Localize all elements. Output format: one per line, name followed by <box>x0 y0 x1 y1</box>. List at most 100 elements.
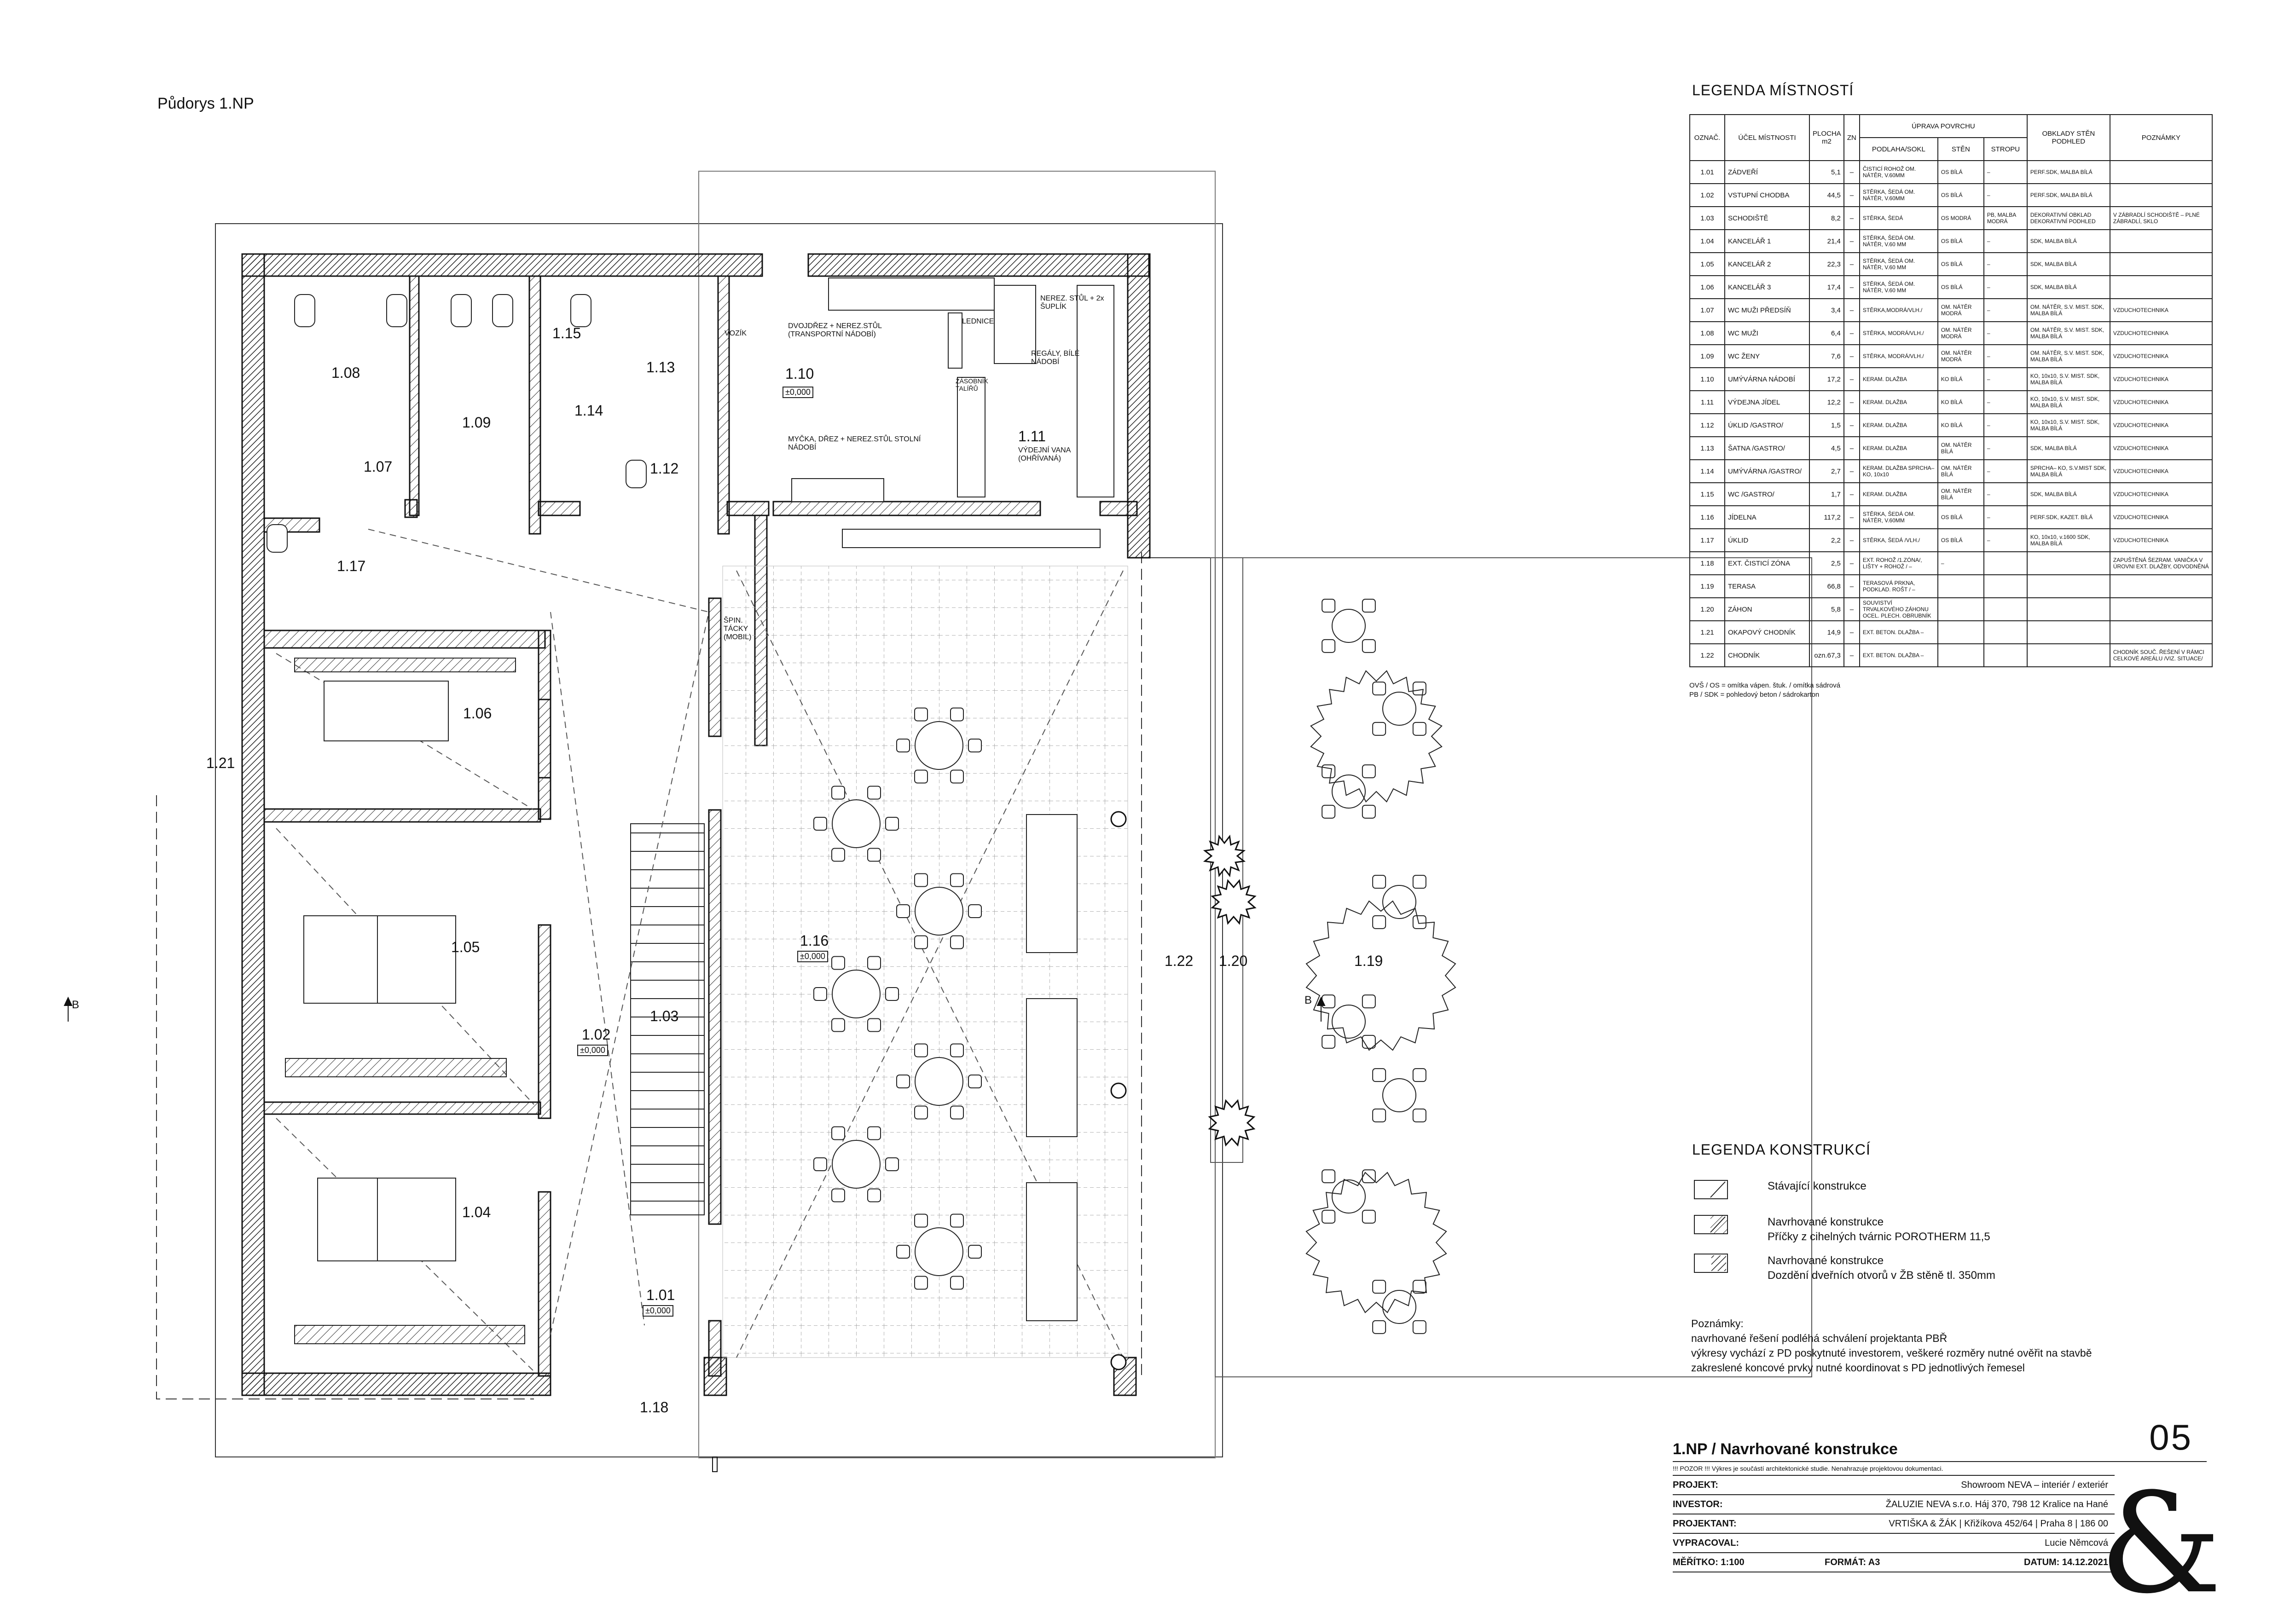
terrace-chair <box>1322 1035 1336 1049</box>
terrace-table-top <box>1382 885 1416 919</box>
kitchen-note-trays: ŠPIN. TÁCKY (MOBIL) <box>724 617 752 641</box>
room-cell-name: VSTUPNÍ CHODBA <box>1724 183 1810 207</box>
room-cell-cladding: PERF.SDK, MALBA BÍLÁ <box>2026 160 2110 184</box>
legend-partition-line2: Příčky z cihelných tvárnic POROTHERM 11,… <box>1768 1231 1990 1243</box>
room-cell-code: 1.14 <box>1689 459 1725 483</box>
room-cell-floor: EXT. BETON. DLAŽBA – <box>1859 620 1938 644</box>
kitchen-note-servingtray: VÝDEJNÍ VANA (OHŘÍVANÁ) <box>1018 446 1071 462</box>
terrace-chair <box>1322 599 1336 613</box>
room-cell-cladding: PERF.SDK, MALBA BÍLÁ <box>2026 183 2110 207</box>
chair <box>914 1043 928 1058</box>
round-table <box>896 873 982 949</box>
room-cell-name: VÝDEJNA JÍDEL <box>1724 390 1810 414</box>
chair <box>813 817 827 831</box>
col-zn: ZN <box>1843 114 1860 161</box>
terrace-table-top <box>1382 692 1416 726</box>
terrace-table <box>1372 1280 1426 1334</box>
room-cell-code: 1.01 <box>1689 160 1725 184</box>
logo-ampersand: & <box>2099 1463 2222 1624</box>
terrace-chair <box>1412 1108 1426 1122</box>
room-cell-area: 2,2 <box>1809 528 1844 552</box>
terrace-chair <box>1412 875 1426 889</box>
terrace-chair <box>1372 682 1386 696</box>
chair <box>867 956 881 970</box>
room-cell-cladding: OM. NÁTĚR, S.V. MIST. SDK, MALBA BÍLÁ <box>2026 321 2110 345</box>
room-cell-wall <box>1937 597 1984 621</box>
tb-designer-value: VRTIŠKA & ŽÁK | Křižíkova 452/64 | Praha… <box>1889 1518 2108 1529</box>
terrace-chair <box>1362 994 1376 1009</box>
room-cell-area: 12,2 <box>1809 390 1844 414</box>
room-cell-wall: OM. NÁTĚR MODRÁ <box>1937 321 1984 345</box>
room-cell-note <box>2109 229 2213 253</box>
col-repair: ÚPRAVA POVRCHU <box>1859 114 2028 138</box>
note-line-2: výkresy vychází z PD poskytnuté investor… <box>1691 1347 2092 1359</box>
room-cell-zn: – <box>1843 436 1860 460</box>
room-cell-note <box>2109 160 2213 184</box>
level-1-02: ±0,000 <box>577 1045 608 1056</box>
entrance-mark <box>712 1456 718 1472</box>
terrace-chair <box>1322 764 1336 779</box>
col-ceiling: STROPU <box>1983 137 2028 161</box>
room-cell-code: 1.11 <box>1689 390 1725 414</box>
tb-row-investor: INVESTOR: ŽALUZIE NEVA s.r.o. Háj 370, 7… <box>1673 1494 2115 1514</box>
studio-logo: & <box>2099 1475 2222 1613</box>
tree-canopy <box>1310 670 1443 803</box>
room-cell-floor: STĚRKA, ŠEDÁ /VLH./ <box>1859 528 1938 552</box>
room-cell-zn: – <box>1843 413 1860 437</box>
table-top <box>915 1227 963 1276</box>
notes-block: Poznámky: navrhované řešení podléhá schv… <box>1691 1316 2092 1375</box>
terrace-table <box>1322 994 1376 1049</box>
room-cell-area: 8,2 <box>1809 206 1844 230</box>
section-mark-right-label: B <box>1304 994 1312 1006</box>
kitchen-note-dishwasher: MYČKA, DŘEZ + NEREZ.STŮL STOLNÍ NÁDOBÍ <box>788 435 921 451</box>
room-cell-note: ZAPUŠTĚNÁ ŠEZRAM. VANIČKA V ÚROVNI EXT. … <box>2109 551 2213 575</box>
legend-infill-line2: Dozdění dveřních otvorů v ŽB stěně tl. 3… <box>1768 1269 1995 1282</box>
terrace-chair <box>1372 915 1386 929</box>
chair <box>914 873 928 887</box>
room-cell-code: 1.08 <box>1689 321 1725 345</box>
tb-project-key: PROJEKT: <box>1673 1480 1718 1490</box>
room-cell-code: 1.17 <box>1689 528 1725 552</box>
room-cell-floor: TERASOVÁ PRKNA, PODKLAD. ROŠT / – <box>1859 574 1938 598</box>
room-cell-wall <box>1937 643 1984 667</box>
chair <box>867 1188 881 1202</box>
room-cell-code: 1.20 <box>1689 597 1725 621</box>
chair <box>867 1018 881 1032</box>
room-cell-name: EXT. ČISTICÍ ZÓNA <box>1724 551 1810 575</box>
room-cell-cladding: KO, 10x10, S.V. MIST. SDK, MALBA BÍLÁ <box>2026 367 2110 391</box>
room-label-1-07: 1.07 <box>364 458 393 475</box>
terrace-chair <box>1372 1068 1386 1082</box>
kitchen-note-shelves: REGÁLY, BÍLÉ NÁDOBÍ <box>1031 350 1080 366</box>
terrace-table <box>1322 764 1376 819</box>
room-cell-area: 2,5 <box>1809 551 1844 575</box>
room-cell-ceiling <box>1983 597 2028 621</box>
chair <box>831 848 845 862</box>
room-cell-ceiling: – <box>1983 183 2028 207</box>
room-cell-cladding <box>2026 643 2110 667</box>
room-cell-zn: – <box>1843 390 1860 414</box>
round-table <box>896 707 982 784</box>
room-cell-code: 1.18 <box>1689 551 1725 575</box>
room-cell-area: 4,5 <box>1809 436 1844 460</box>
terrace-table <box>1322 1169 1376 1224</box>
room-cell-code: 1.12 <box>1689 413 1725 437</box>
room-cell-code: 1.10 <box>1689 367 1725 391</box>
shrub <box>1203 834 1246 878</box>
room-label-1-18: 1.18 <box>640 1399 669 1416</box>
kitchen-note-plates: ZÁSOBNÍK TALÍŘŮ <box>956 377 988 392</box>
staircase <box>630 823 705 1215</box>
chair <box>968 739 982 752</box>
room-cell-zn: – <box>1843 574 1860 598</box>
chair <box>950 1214 964 1228</box>
room-cell-floor: STĚRKA, ŠEDÁ OM. NÁTĚR, V.60 MM <box>1859 229 1938 253</box>
room-cell-note: VZDUCHOTECHNIKA <box>2109 528 2213 552</box>
room-cell-name: UMÝVÁRNA /GASTRO/ <box>1724 459 1810 483</box>
chair <box>914 935 928 949</box>
chair <box>968 904 982 918</box>
room-cell-cladding: PERF.SDK, KAZET. BÍLÁ <box>2026 505 2110 529</box>
section-mark-left-label: B <box>72 999 80 1011</box>
chair <box>831 1018 845 1032</box>
terrace-chair <box>1322 804 1336 819</box>
